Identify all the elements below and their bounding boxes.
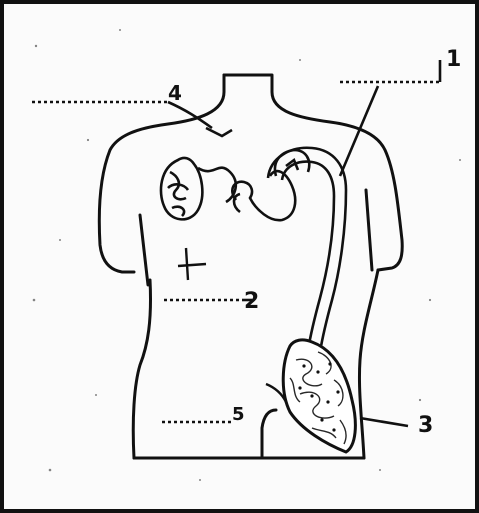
lower-organ bbox=[283, 340, 355, 452]
label-1: 1 bbox=[446, 47, 461, 72]
heart bbox=[232, 150, 309, 220]
pointer-1 bbox=[340, 86, 378, 176]
leader-lines bbox=[32, 82, 440, 422]
label-2: 2 bbox=[244, 289, 259, 314]
small-marks bbox=[178, 248, 286, 402]
label-4: 4 bbox=[168, 81, 182, 105]
label-3: 3 bbox=[418, 413, 433, 438]
speckles bbox=[33, 29, 461, 481]
vessel-loop bbox=[268, 148, 346, 352]
left-organ bbox=[161, 128, 236, 219]
torso-outline bbox=[99, 75, 402, 458]
pointer-3 bbox=[360, 418, 408, 426]
label-5: 5 bbox=[232, 404, 245, 425]
